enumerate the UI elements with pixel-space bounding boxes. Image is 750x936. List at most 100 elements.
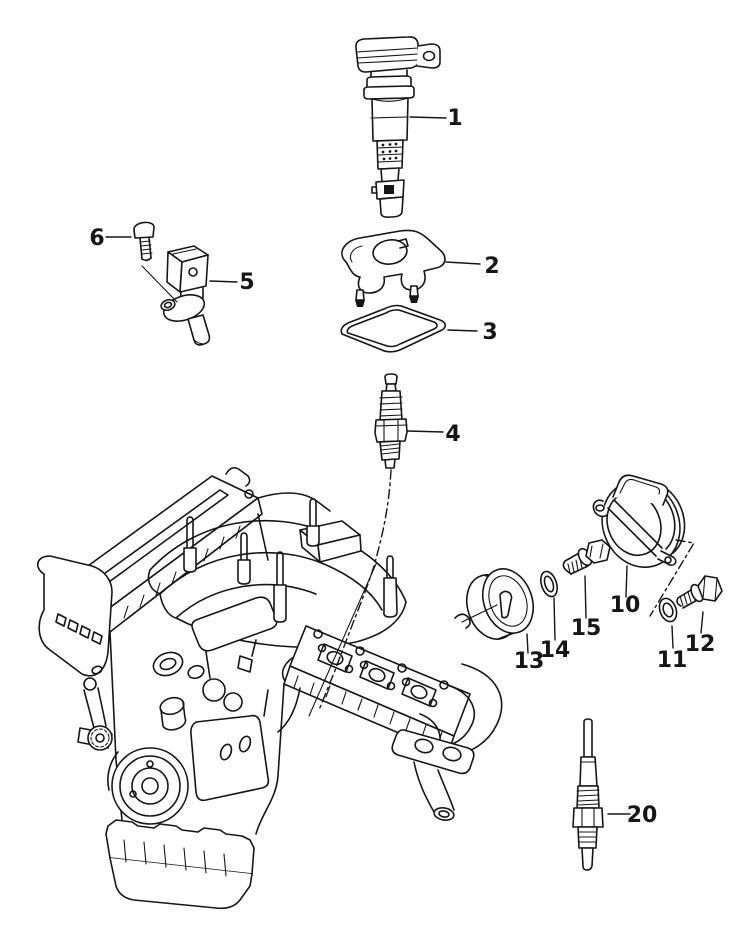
coil-rib-dots-line xyxy=(388,143,392,146)
leader-line-11 xyxy=(672,626,673,648)
part-gasket-line xyxy=(341,306,445,352)
spark-plug-wells xyxy=(314,630,448,707)
mounting-studs-line xyxy=(274,585,286,622)
leader-line-1 xyxy=(410,117,446,118)
part-camshaft-sensor-line xyxy=(194,340,204,344)
part-ignition-coil-line xyxy=(417,44,440,68)
part-ignition-coil-line xyxy=(384,185,394,194)
exhaust-manifold-line xyxy=(439,810,450,818)
leader-line-3 xyxy=(448,330,477,331)
oil-pan-line xyxy=(110,858,252,908)
engine-assembly-line xyxy=(96,734,104,742)
part-glow-plug-line xyxy=(584,719,592,757)
engine-assembly-line xyxy=(130,791,136,797)
part-washer-line xyxy=(661,602,674,618)
exhaust-manifold-line xyxy=(433,806,455,821)
part-coil-retainer xyxy=(342,230,445,307)
oil-pan-line xyxy=(124,840,226,876)
spark-plug-wells-line xyxy=(314,630,322,638)
part-camshaft-sensor-line xyxy=(160,298,176,312)
part-ignition-coil-line xyxy=(377,147,403,162)
leader-line-5 xyxy=(210,281,237,282)
part-spark-plug-line xyxy=(375,419,407,442)
engine-assembly-line xyxy=(186,664,205,681)
callout-label-14: 14 xyxy=(540,638,571,663)
part-ignition-coil-line xyxy=(364,86,414,99)
spark-plug-wells-line xyxy=(430,700,437,707)
part-ignition-coil-line xyxy=(372,187,377,193)
engine-assembly-line xyxy=(203,679,225,701)
coil-rib-dots-line xyxy=(394,142,398,146)
mounting-studs-line xyxy=(384,578,397,617)
part-ignition-coil xyxy=(356,37,440,217)
part-glow-plug-line xyxy=(577,790,599,805)
coil-rib-dots-line xyxy=(388,150,392,153)
callout-labels: 1 2 3 4 5 6 10 11 12 13 14 15 20 xyxy=(89,106,715,828)
leader-line-13 xyxy=(527,634,528,653)
part-washer xyxy=(656,596,679,624)
part-socket-bolt-line xyxy=(586,540,610,563)
engine-assembly-line xyxy=(176,585,316,618)
part-camshaft-sensor-line xyxy=(180,255,208,292)
exhaust-manifold-line xyxy=(414,762,454,812)
callout-label-4: 4 xyxy=(445,422,460,447)
spark-plug-wells-line xyxy=(398,664,406,672)
part-ignition-coil-line xyxy=(371,98,408,118)
part-glow-plug-line xyxy=(580,757,597,786)
part-sensor-bolt-line xyxy=(142,258,151,260)
spark-plug-wells-line xyxy=(409,683,428,700)
part-socket-bolt xyxy=(563,540,610,574)
mounting-studs-line xyxy=(184,548,196,572)
part-sealing-cover-line xyxy=(593,500,607,516)
part-coil-retainer-line xyxy=(355,300,365,307)
part-camshaft-sensor-line xyxy=(188,315,209,345)
part-spark-plug-line xyxy=(385,459,395,468)
part-camshaft-sensor-line xyxy=(189,268,197,276)
leader-lines xyxy=(106,117,703,814)
part-spark-plug-line xyxy=(375,419,407,442)
part-socket-bolt-line xyxy=(590,544,603,558)
mounting-studs-line xyxy=(277,552,283,585)
callout-label-5: 5 xyxy=(239,270,254,295)
part-seal-ring xyxy=(538,569,560,598)
mounting-studs-line xyxy=(238,560,250,584)
part-ignition-coil-line xyxy=(372,98,408,141)
part-sensor-bolt-line xyxy=(134,227,154,238)
part-sealing-cover-line xyxy=(620,479,660,494)
callout-label-15: 15 xyxy=(571,616,602,641)
spark-plug-wells-line xyxy=(319,645,326,652)
cover-bolt-alignment-line xyxy=(650,540,694,616)
coil-rib-dots-line xyxy=(381,150,385,154)
coil-rib-dots xyxy=(381,142,398,161)
engine-assembly-line xyxy=(219,743,234,761)
part-sealing-cover-line xyxy=(664,487,685,553)
coil-rib-dots-line xyxy=(381,143,385,147)
part-coil-retainer-line xyxy=(409,296,419,303)
part-coil-retainer-line xyxy=(371,238,408,266)
spark-plug-wells-line xyxy=(361,662,368,669)
coil-rib-dots-line xyxy=(394,156,398,160)
spark-plug-wells-line xyxy=(346,666,353,673)
leader-line-10 xyxy=(626,566,627,597)
callout-label-2: 2 xyxy=(484,254,499,279)
leader-line-14 xyxy=(554,598,555,640)
part-glow-plug-line xyxy=(582,808,594,827)
part-hex-bolt-line xyxy=(703,576,717,601)
part-glow-plug-line xyxy=(573,808,603,827)
engine-assembly-line xyxy=(150,649,186,680)
timing-gear xyxy=(88,726,112,750)
spark-plug-wells-line xyxy=(356,647,364,655)
engine-assembly-line xyxy=(159,657,177,672)
engine-assembly-line xyxy=(318,535,361,562)
mounting-studs-line xyxy=(387,556,393,578)
mounting-studs-line xyxy=(310,499,316,526)
callout-label-13: 13 xyxy=(514,649,545,674)
callout-label-10: 10 xyxy=(610,593,641,618)
part-camshaft-sensor xyxy=(160,246,210,345)
engine-assembly-line xyxy=(120,756,180,816)
engine-assembly-line xyxy=(294,676,442,744)
part-hex-bolt-line xyxy=(698,576,722,601)
rotor-keyhole xyxy=(500,591,512,617)
part-sealing-cover-line xyxy=(608,500,662,556)
